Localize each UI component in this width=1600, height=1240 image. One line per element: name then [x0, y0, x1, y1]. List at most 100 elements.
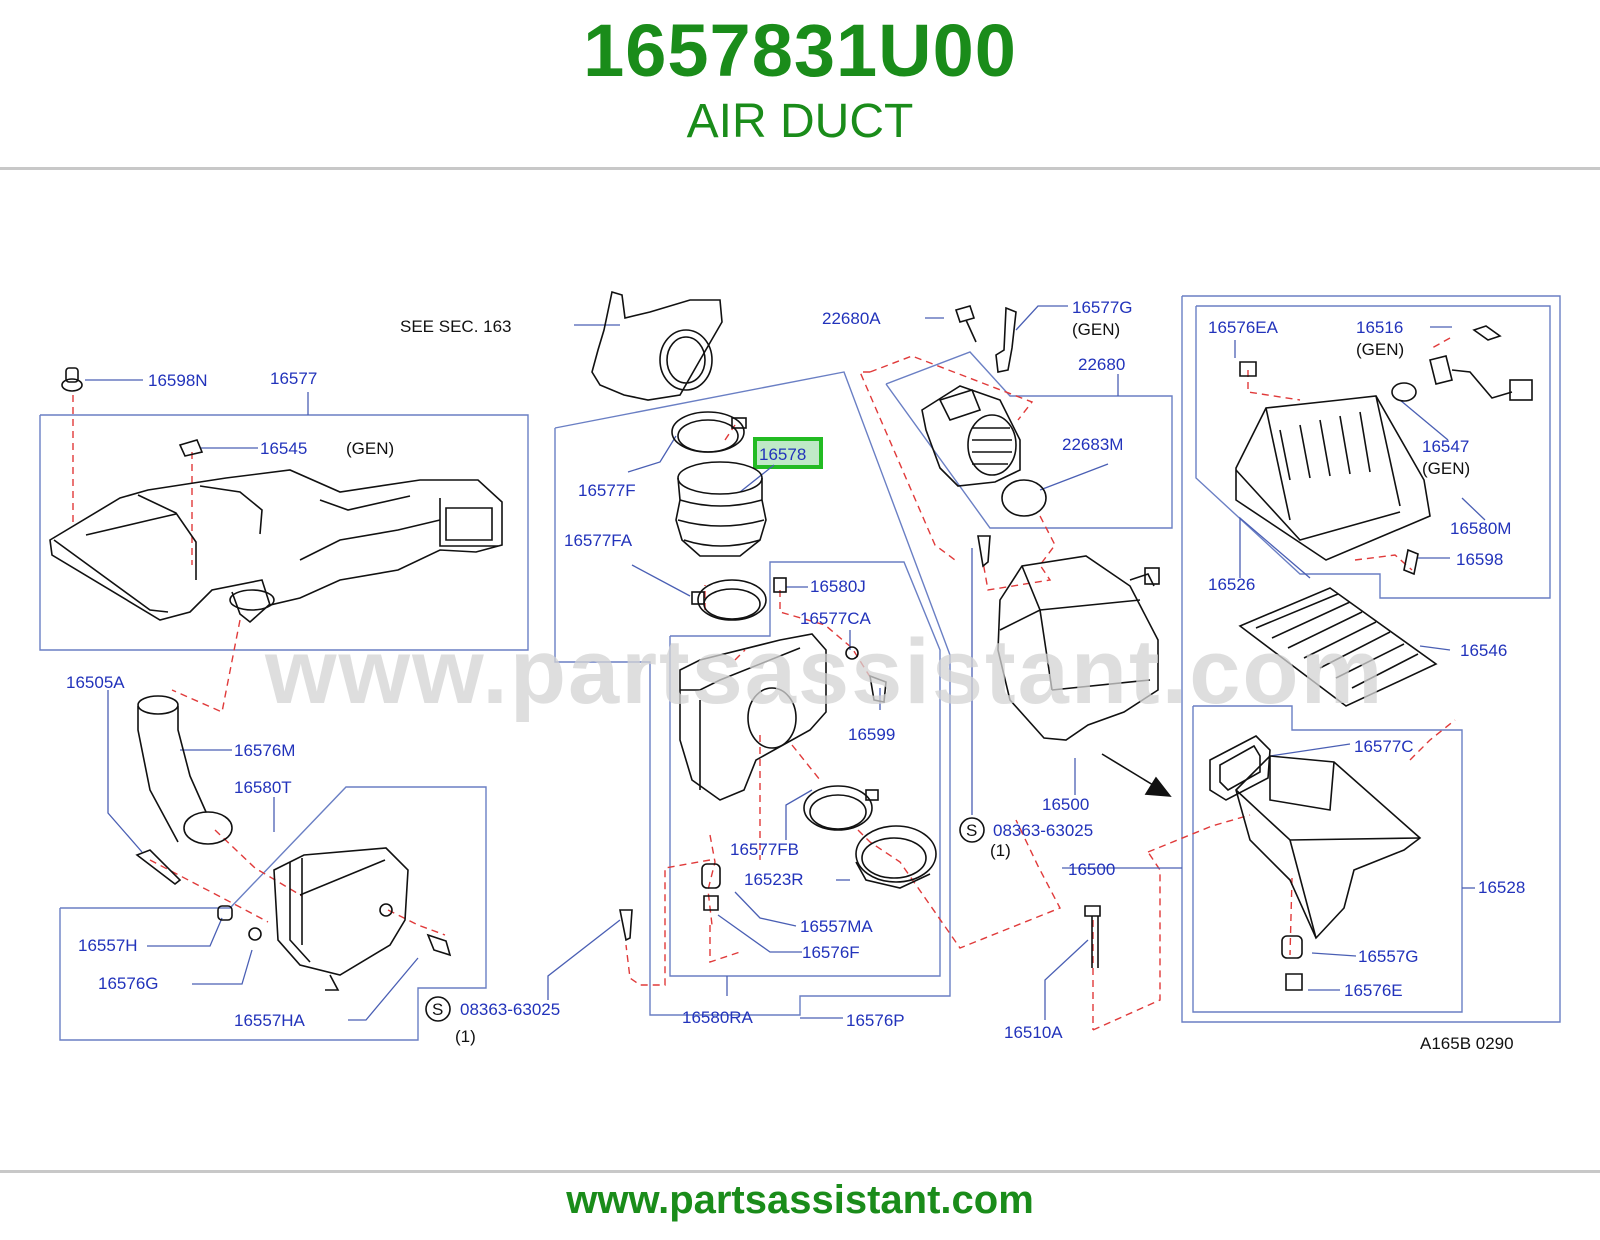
footer-url[interactable]: www.partsassistant.com: [566, 1178, 1034, 1222]
arrow-head: [1144, 776, 1172, 797]
bellows-16578: [675, 461, 767, 557]
label-16505A[interactable]: 16505A: [66, 673, 125, 692]
bolt-16510A: [1084, 905, 1101, 968]
label-16547[interactable]: 16547: [1422, 437, 1469, 456]
box-16580T: [59, 786, 487, 1041]
footer-divider: [0, 1170, 1600, 1173]
bracket-16580J: [773, 577, 787, 593]
gasket-22683M: [1001, 479, 1047, 517]
qty-left: (1): [455, 1027, 476, 1046]
label-22683M[interactable]: 22683M: [1062, 435, 1123, 454]
label-16523R[interactable]: 16523R: [744, 870, 804, 889]
label-16557H[interactable]: 16557H: [78, 936, 138, 955]
label-16557G[interactable]: 16557G: [1358, 947, 1419, 966]
label-16577G[interactable]: 16577G: [1072, 298, 1133, 317]
box-right-outer: [1181, 295, 1561, 1023]
box-16577: [39, 414, 529, 651]
label-16580T[interactable]: 16580T: [234, 778, 292, 797]
label-22680A[interactable]: 22680A: [822, 309, 881, 328]
header-divider: [0, 167, 1600, 170]
pin-16599: [868, 674, 887, 703]
seal-16523R: [855, 825, 937, 889]
resonator-16580T: [273, 847, 409, 991]
box-16528: [1192, 705, 1463, 1013]
bolt-08363-right: [977, 535, 991, 568]
clip-16576EA: [1239, 361, 1257, 377]
label-16576P[interactable]: 16576P: [846, 1011, 905, 1030]
label-16598[interactable]: 16598: [1456, 550, 1503, 569]
clamp-16577FA: [691, 579, 767, 621]
hose-16576M: [137, 695, 233, 845]
label-16577CA[interactable]: 16577CA: [800, 609, 872, 628]
qty-right: (1): [990, 841, 1011, 860]
part-number: 1657831U00: [583, 9, 1017, 92]
bolt-16576E: [1285, 973, 1303, 991]
clip-16598: [1403, 548, 1419, 576]
arrow-shaft: [1101, 753, 1159, 789]
pin-16557HA: [426, 933, 452, 957]
label-16599[interactable]: 16599: [848, 725, 895, 744]
label-16545[interactable]: 16545: [260, 439, 307, 458]
label-16500-group[interactable]: 16500: [1068, 860, 1115, 879]
label-16598N[interactable]: 16598N: [148, 371, 208, 390]
bolt-left: [135, 849, 182, 886]
label-16576F[interactable]: 16576F: [802, 943, 860, 962]
s-mark-left: S: [432, 1000, 443, 1019]
gen-note-4: (GEN): [1422, 459, 1470, 478]
throttle-body: [591, 290, 723, 401]
gen-note-1: (GEN): [346, 439, 394, 458]
label-16576EA[interactable]: 16576EA: [1208, 318, 1279, 337]
gen-note-2: (GEN): [1072, 320, 1120, 339]
label-16580RA[interactable]: 16580RA: [682, 1008, 754, 1027]
label-16557MA[interactable]: 16557MA: [800, 917, 873, 936]
label-16516[interactable]: 16516: [1356, 318, 1403, 337]
label-22680[interactable]: 22680: [1078, 355, 1125, 374]
label-16580J[interactable]: 16580J: [810, 577, 866, 596]
label-16557HA[interactable]: 16557HA: [234, 1011, 306, 1030]
seal-16577C: [1209, 735, 1271, 801]
group-boxes: [39, 295, 1561, 1041]
air-cleaner-assy-16500: [997, 555, 1160, 741]
oring-16577CA: [845, 646, 859, 660]
s-mark-circle-right: [959, 817, 985, 843]
box-22680: [885, 351, 1173, 529]
label-16577F[interactable]: 16577F: [578, 481, 636, 500]
label-16577C[interactable]: 16577C: [1354, 737, 1414, 756]
air-inlet-16580RA: [679, 633, 827, 801]
label-16578[interactable]: 16578: [759, 445, 806, 464]
grommet-16557H: [217, 905, 233, 921]
air-duct-16577: [49, 469, 503, 624]
maf-sensor-22680: [921, 385, 1021, 487]
label-08363-63025-left[interactable]: 08363-63025: [460, 1000, 560, 1019]
label-16576E[interactable]: 16576E: [1344, 981, 1403, 1000]
label-16546[interactable]: 16546: [1460, 641, 1507, 660]
label-16510A[interactable]: 16510A: [1004, 1023, 1063, 1042]
sensor-16547: [1391, 355, 1533, 402]
label-16528[interactable]: 16528: [1478, 878, 1525, 897]
upper-case-16526: [1235, 395, 1431, 561]
label-16576M[interactable]: 16576M: [234, 741, 295, 760]
label-08363-63025-right[interactable]: 08363-63025: [993, 821, 1093, 840]
label-16577FA[interactable]: 16577FA: [564, 531, 633, 550]
bolt-08363-left: [619, 909, 633, 942]
diagram-ref-code: A165B 0290: [1420, 1034, 1514, 1053]
highlight-box: [753, 437, 823, 469]
grommet-16557G: [1281, 935, 1303, 959]
box-16526: [1195, 305, 1551, 599]
s-mark-right: S: [966, 821, 977, 840]
label-16577FB[interactable]: 16577FB: [730, 840, 799, 859]
label-16577[interactable]: 16577: [270, 369, 317, 388]
gen-note-3: (GEN): [1356, 340, 1404, 359]
label-16500-assy[interactable]: 16500: [1042, 795, 1089, 814]
label-16580M[interactable]: 16580M: [1450, 519, 1511, 538]
leader-lines: [85, 305, 1486, 1021]
label-16526[interactable]: 16526: [1208, 575, 1255, 594]
clamp-16577FB: [803, 785, 879, 831]
box-16580RA: [669, 561, 941, 977]
bolt-16576F: [703, 895, 719, 911]
box-center-outer: [554, 371, 951, 1016]
bolt-22680A: [954, 305, 977, 343]
label-16576G[interactable]: 16576G: [98, 974, 159, 993]
washer-16576G: [248, 927, 262, 941]
